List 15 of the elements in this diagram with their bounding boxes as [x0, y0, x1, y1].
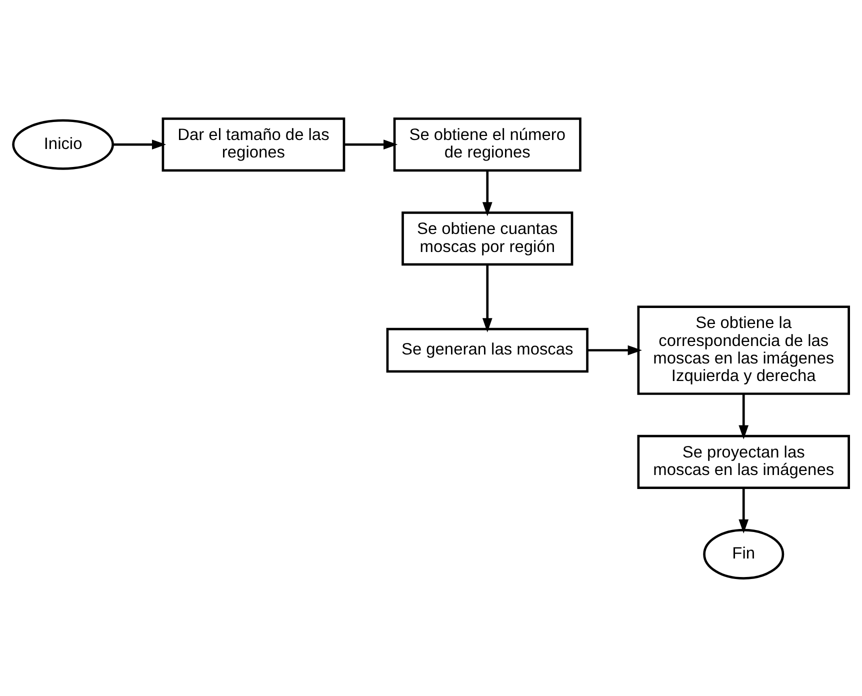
node-box: Se obtiene el número de regiones: [393, 117, 582, 172]
node-box: Se proyectan las moscas en las imágenes: [637, 434, 850, 488]
arrow: [738, 394, 749, 439]
arrow: [482, 170, 492, 216]
arrow: [738, 488, 749, 534]
arrow: [344, 139, 398, 149]
arrow: [587, 344, 642, 355]
node-ellipse: Inicio: [12, 118, 114, 170]
node-box: Se obtiene cuantas moscas por región: [402, 211, 574, 266]
node-ellipse: Fin: [703, 528, 784, 579]
node-box: Se obtiene la correspondencia de las moscas en las imágenes Izquierda y derecha: [637, 305, 850, 394]
node-box: Dar el tamaño de las regiones: [162, 117, 346, 172]
arrow: [113, 139, 166, 149]
arrow: [482, 264, 492, 332]
node-box: Se generan las moscas: [386, 327, 588, 372]
